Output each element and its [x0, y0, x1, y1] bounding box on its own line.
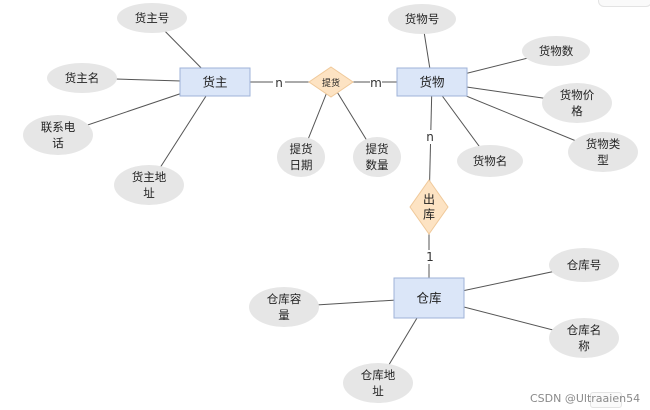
watermark-text: CSDN @Ultraaien54 — [530, 392, 640, 405]
entity-warehouse: 仓库 — [393, 277, 465, 319]
entity-goods: 货物 — [396, 67, 468, 97]
attribute-label: 货主号 — [135, 11, 170, 25]
attribute-label: 货主地 — [132, 170, 167, 184]
diagram-nodes: 货主货物仓库提货出库货主号货主名联系电话货主地址提货日期提货数量货物号货物数货物… — [23, 3, 638, 403]
attribute-label: 货物数 — [539, 44, 574, 58]
top-corner-tab — [598, 0, 650, 7]
relationship-outbound: 出库 — [409, 179, 449, 235]
attribute-label: 货物价 — [560, 88, 595, 102]
attribute-label: 话 — [52, 136, 64, 150]
attribute-label: 货物名 — [473, 154, 508, 168]
attribute-label: 型 — [597, 153, 609, 167]
attribute-wh-no: 仓库号 — [549, 248, 619, 282]
attribute-label: 提货 — [290, 142, 313, 156]
attribute-goods-no: 货物号 — [388, 4, 456, 34]
diagram-labels: n m n 1 — [273, 76, 436, 264]
cardinality-bg — [424, 130, 436, 144]
relationship-pickup: 提货 — [308, 66, 354, 98]
attribute-label: 址 — [143, 186, 155, 200]
cardinality-label: n — [426, 130, 434, 144]
attribute-label: 仓库名 — [567, 323, 602, 337]
attribute-shipper-name: 货主名 — [47, 63, 117, 93]
relationship-label-outbound: 库 — [423, 207, 435, 222]
entity-label-goods: 货物 — [419, 75, 444, 90]
relationship-label-pickup: 提货 — [322, 77, 340, 89]
attribute-goods-name: 货物名 — [457, 145, 523, 177]
attribute-label: 仓库容 — [267, 292, 302, 306]
relationship-label-outbound: 出 — [423, 193, 435, 207]
attribute-label: 称 — [578, 339, 590, 353]
attribute-label: 量 — [278, 308, 290, 322]
cardinality-bg — [370, 76, 382, 90]
attribute-label: 格 — [571, 104, 583, 118]
cardinality-bg — [424, 250, 436, 264]
attribute-label: 日期 — [290, 158, 313, 172]
attribute-label: 仓库地 — [361, 368, 396, 382]
attribute-label: 数量 — [366, 158, 389, 172]
entity-label-warehouse: 仓库 — [416, 291, 441, 306]
attribute-label: 货主名 — [65, 71, 100, 85]
attribute-label: 仓库号 — [567, 258, 602, 272]
attribute-goods-count: 货物数 — [522, 36, 590, 66]
attribute-shipper-no: 货主号 — [117, 3, 187, 33]
cardinality-label: 1 — [426, 250, 434, 264]
cardinality-label: n — [275, 76, 283, 90]
corner-badge — [590, 392, 622, 408]
attribute-label: 提货 — [366, 142, 389, 156]
cardinality-label: m — [370, 76, 382, 90]
entity-shipper: 货主 — [179, 67, 251, 97]
attribute-label: 货物类 — [586, 137, 621, 151]
attribute-label: 联系电 — [41, 120, 76, 134]
attribute-label: 货物号 — [405, 12, 440, 26]
cardinality-bg — [273, 76, 285, 90]
entity-label-shipper: 货主 — [202, 75, 227, 90]
attribute-label: 址 — [372, 384, 384, 398]
